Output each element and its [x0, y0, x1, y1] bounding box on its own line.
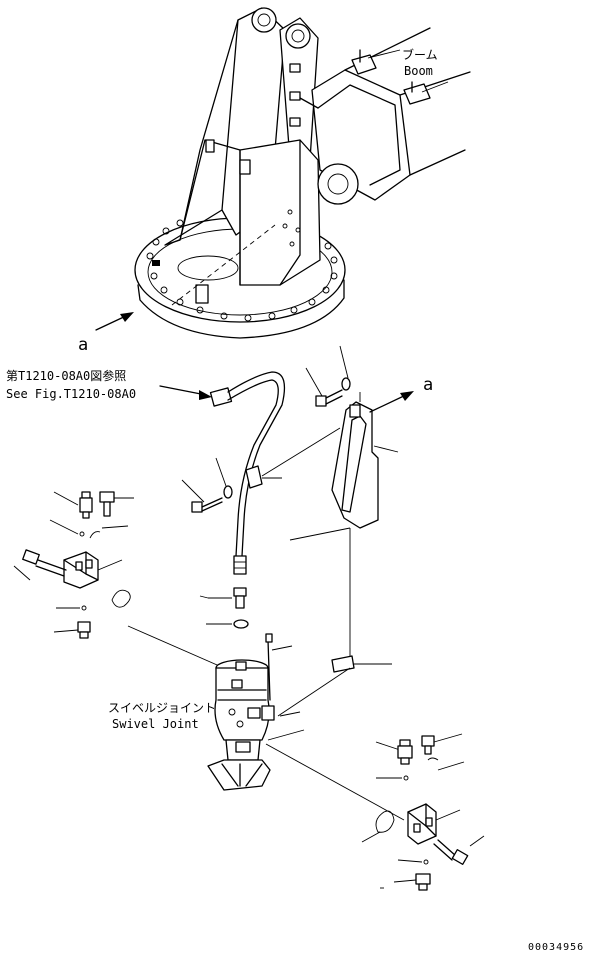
- block-valve-icon: [63, 551, 99, 589]
- pin: [265, 633, 273, 701]
- figure-number: 00034956: [528, 942, 584, 953]
- washer-icon: [341, 377, 351, 391]
- left-valve-group: [13, 491, 225, 669]
- bolt-icon: [22, 549, 67, 577]
- bolt-icon: [421, 735, 435, 755]
- reference-label-jp: 第T1210-08A0図参照: [6, 368, 126, 383]
- clamp-icon: [245, 465, 263, 489]
- hydraulic-hose: [209, 371, 286, 575]
- bolt-icon: [397, 739, 413, 765]
- boom-label-en: Boom: [404, 64, 433, 78]
- mounting-bracket: [331, 401, 379, 529]
- arrow-icon: [95, 312, 134, 331]
- swivel-joint: [207, 659, 275, 791]
- bolt-icon: [191, 497, 223, 513]
- ref-a-right: a: [423, 375, 433, 395]
- fitting: [233, 587, 247, 609]
- right-valve-group: [361, 733, 485, 891]
- arrow-icon: [369, 391, 414, 413]
- revolving-frame: [134, 7, 471, 339]
- swivel-label-jp: スイベルジョイント: [108, 701, 216, 715]
- block-valve-icon: [407, 803, 437, 845]
- bolt-icon: [433, 839, 469, 865]
- bolt-icon: [99, 491, 115, 517]
- ref-a-left: a: [78, 335, 88, 355]
- swivel-label-en: Swivel Joint: [112, 717, 199, 731]
- bolt-icon: [315, 389, 343, 407]
- washer-icon: [223, 485, 233, 499]
- arrow-icon: [159, 385, 212, 400]
- boom-label-jp: ブーム: [402, 47, 438, 62]
- bolt-icon: [77, 621, 91, 639]
- bolt-icon: [79, 491, 93, 519]
- reference-label-en: See Fig.T1210-08A0: [6, 387, 136, 401]
- bolt-icon: [415, 873, 431, 891]
